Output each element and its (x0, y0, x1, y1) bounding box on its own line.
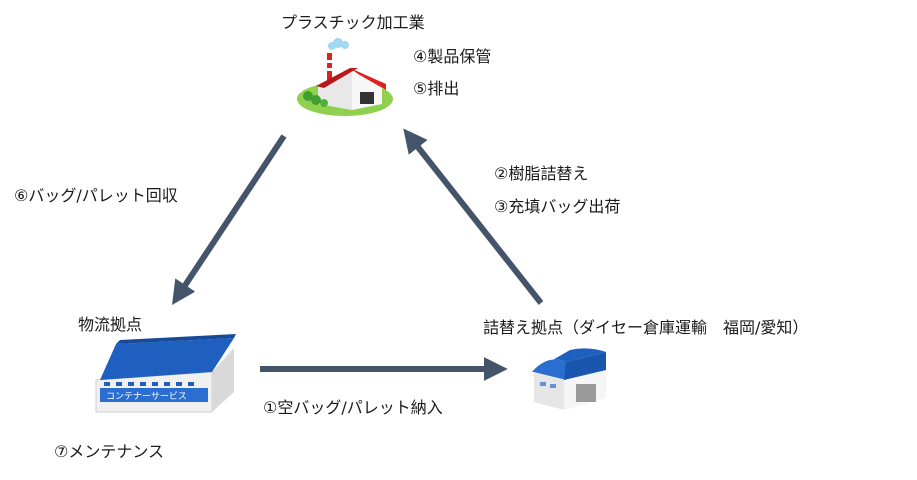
factory-label: プラスチック加工業 (281, 13, 425, 32)
step-2-label: ②樹脂詰替え (494, 164, 589, 183)
step-7-label: ⑦メンテナンス (54, 442, 165, 461)
factory-icon (297, 38, 393, 116)
step-3-label: ③充填バッグ出荷 (494, 197, 621, 216)
step-6-label: ⑥バッグ/パレット回収 (14, 186, 178, 205)
step-1-label: ①空バッグ/パレット納入 (263, 398, 443, 417)
step-4-label: ④製品保管 (413, 47, 492, 66)
arrow-refill-to-factory (403, 128, 544, 305)
warehouse-icon: コンテナーサービス (95, 334, 236, 413)
container-service-sign (100, 388, 208, 402)
warehouse-icon (532, 348, 606, 410)
container-service-sign-text: コンテナーサービス (106, 391, 187, 402)
arrow-factory-to-logistics (172, 134, 287, 306)
refill-base-label: 詰替え拠点（ダイセー倉庫運輸 福岡/愛知） (483, 318, 809, 337)
step-5-label: ⑤排出 (413, 79, 460, 98)
logistics-label: 物流拠点 (78, 315, 143, 334)
